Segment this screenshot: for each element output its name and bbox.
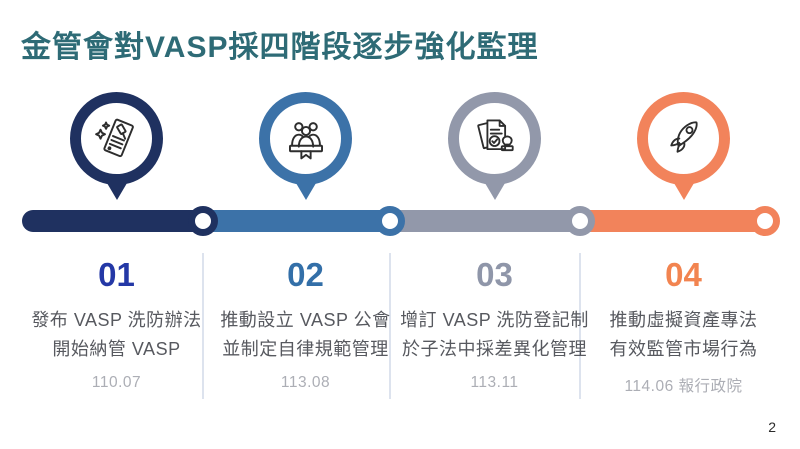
stage-description-line1: 增訂 VASP 洗防登記制 (400, 310, 589, 330)
stage-description-line1: 推動設立 VASP 公會 (220, 310, 391, 330)
stage-number: 01 (98, 256, 135, 293)
stage-date: 114.06 報行政院 (624, 378, 743, 395)
stage-text-row: 01 發布 VASP 洗防辦法 開始納管 VASP 110.07 02 推動設立… (22, 250, 778, 396)
stage-1-pin (22, 92, 211, 200)
stage-1-pin-tail (103, 178, 130, 200)
timeline-node-3 (565, 206, 595, 236)
stage-description-line2: 於子法中採差異化管理 (402, 339, 587, 359)
stage-3-pin (400, 92, 589, 200)
stage-date: 113.11 (470, 374, 519, 391)
page-number: 2 (768, 419, 776, 435)
timeline-node-4 (750, 206, 780, 236)
timeline-bar (22, 206, 780, 236)
stage-2-pin-circle (259, 92, 352, 185)
stage-4-pin (589, 92, 778, 200)
registration-stamp-icon (476, 119, 514, 151)
column-divider-1 (202, 253, 204, 399)
timeline-segment-3 (390, 210, 580, 232)
stage-description-line2: 有效監管市場行為 (609, 339, 758, 359)
stage-3-column: 03 增訂 VASP 洗防登記制 於子法中採差異化管理 113.11 (400, 250, 589, 396)
timeline-node-1 (188, 206, 218, 236)
rocket-icon (669, 120, 698, 153)
stage-number: 02 (287, 256, 324, 293)
stage-description-line1: 發布 VASP 洗防辦法 (31, 310, 202, 330)
slide-title: 金管會對VASP採四階段逐步強化監理 (21, 31, 539, 64)
stage-description-line2: 並制定自律規範管理 (222, 339, 389, 359)
stage-pins-row (22, 92, 778, 200)
stage-3-pin-tail (481, 178, 508, 200)
stage-date: 110.07 (91, 374, 142, 391)
stage-4-column: 04 推動虛擬資產專法 有效監管市場行為 114.06 報行政院 (589, 250, 778, 396)
stage-4-pin-circle (637, 92, 730, 185)
column-divider-3 (579, 253, 581, 399)
stage-description-line1: 推動虛擬資產專法 (609, 310, 758, 330)
stage-3-pin-circle (448, 92, 541, 185)
stage-1-pin-circle (70, 92, 163, 185)
stage-description-line2: 開始納管 VASP (52, 339, 181, 359)
stage-2-column: 02 推動設立 VASP 公會 並制定自律規範管理 113.08 (211, 250, 400, 396)
stage-date: 113.08 (280, 374, 331, 391)
column-divider-2 (389, 253, 391, 399)
timeline-segment-1 (22, 210, 203, 232)
stage-2-pin (211, 92, 400, 200)
stage-number: 03 (476, 256, 513, 293)
stage-2-pin-tail (292, 178, 319, 200)
timeline-node-2 (375, 206, 405, 236)
regulation-document-gavel-icon (94, 118, 134, 157)
stage-1-column: 01 發布 VASP 洗防辦法 開始納管 VASP 110.07 (22, 250, 211, 396)
timeline-segment-2 (203, 210, 390, 232)
timeline-segment-4 (580, 210, 765, 232)
stage-number: 04 (665, 256, 702, 293)
association-people-icon (288, 121, 323, 159)
stage-4-pin-tail (670, 178, 697, 200)
